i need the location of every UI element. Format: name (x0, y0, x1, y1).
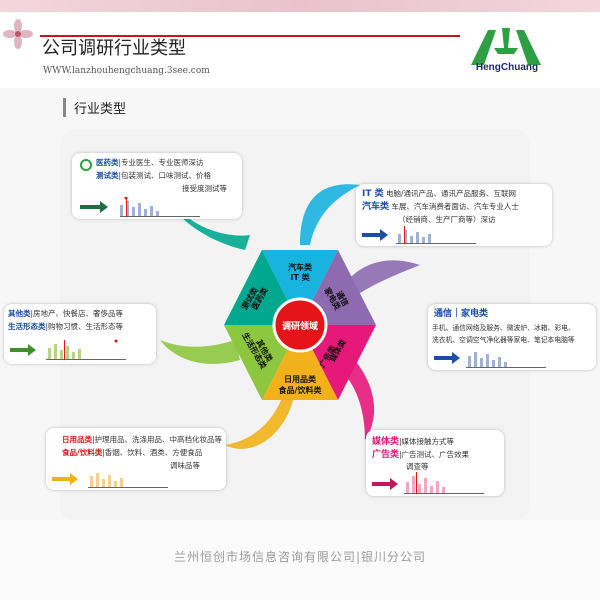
box-other-text-1: |房地产、快餐店、奢侈品等 (30, 309, 124, 318)
section-title: 行业类型 (63, 98, 126, 117)
box-medical-text-1: |专业医生、专业医师深访 (118, 158, 204, 167)
petal-label-daily-1: 日用品类 (284, 374, 316, 384)
box-telecom: 通信｜家电类 手机、通信网络及服务、微波炉、冰箱、彩电、 洗衣机、空调空气净化器… (428, 304, 596, 370)
swirl-it (300, 184, 360, 245)
swirl-other (160, 340, 240, 364)
box-other-cat-1: 其他类 (8, 309, 31, 318)
box-daily-cat-2: 食品/饮料类 (62, 448, 103, 457)
box-other-text-2: |购物习惯、生活形态等 (45, 322, 124, 331)
box-it-cat-2: 汽车类 (362, 202, 390, 212)
box-media-cat-2: 广告类 (372, 450, 400, 460)
petal-it (262, 250, 338, 325)
top-band (0, 0, 600, 12)
box-media: 媒体类|媒体接触方式等 广告类|广告测试、广告效果 调查等 (366, 430, 504, 496)
box-medical-cat-1: 医药类 (96, 158, 119, 167)
box-daily-text-1: |护理用品、洗涤用品、中高档化妆品等 (92, 435, 223, 444)
box-other: 其他类|房地产、快餐店、奢侈品等 生活形态类|购物习惯、生活形态等 (4, 304, 156, 364)
title-underline (40, 35, 460, 37)
box-medical-text-2: |包装测试、口味测试、价格 (118, 171, 212, 180)
box-daily-text-3: 调味品等 (170, 461, 200, 470)
box-media-text-2: |广告测试、广告效果 (399, 450, 470, 459)
center-circle (272, 297, 328, 353)
center-label: 调研领域 (282, 320, 318, 332)
box-other-cat-2: 生活形态类 (8, 322, 46, 331)
box-it: IT 类 电脑/通讯产品、通讯产品服务、互联网 汽车类 车展、汽车消费者面访、汽… (356, 184, 552, 246)
box-medical-text-3: 接受度测试等 (182, 184, 227, 193)
box-media-text-3: 调查等 (406, 462, 429, 471)
page-title: 公司调研行业类型 (42, 38, 186, 59)
box-media-cat-1: 媒体类 (372, 437, 400, 447)
box-media-bars-icon (372, 472, 484, 494)
website-url: WWW.lanzhouhengchuang.3see.com (43, 66, 210, 76)
box-media-text-1: |媒体接触方式等 (399, 437, 455, 446)
box-it-text-2: 车展、汽车消费者面访、汽车专业人士 (391, 202, 519, 211)
box-it-text-1: 电脑/通讯产品、通讯产品服务、互联网 (386, 189, 517, 198)
footer-band (0, 520, 600, 600)
box-telecom-text-2: 手机、通信网络及服务、微波炉、冰箱、彩电、 (432, 324, 575, 332)
box-daily-cat-1: 日用品类 (62, 435, 92, 444)
box-telecom-text-3: 洗衣机、空调空气净化器等家电、笔记本电脑等 (432, 336, 575, 344)
petal-label-it-1: 汽车类 (288, 262, 312, 272)
box-it-text-3: （经销商、生产厂商等）深访 (398, 215, 496, 224)
petal-label-it-2: IT 类 (290, 272, 309, 282)
box-other-bars-icon (10, 339, 126, 360)
logo-text: HengChuang (475, 62, 539, 73)
box-it-bars-icon (362, 226, 476, 244)
petal-daily (262, 325, 338, 400)
petal-label-daily-2: 食品/饮料类 (279, 385, 322, 395)
box-medical: 医药类|专业医生、专业医师深访 测试类|包装测试、口味测试、价格 接受度测试等 (72, 153, 242, 219)
flower-decoration-icon (3, 19, 33, 49)
hengchuang-logo-icon (471, 28, 541, 65)
bullet-icon (80, 159, 92, 171)
box-daily-text-2: |香烟、饮料、酒类、方便食品 (102, 448, 203, 457)
swirl-telecom (340, 260, 420, 300)
box-medical-cat-2: 测试类 (96, 171, 119, 180)
box-daily: 日用品类|护理用品、洗涤用品、中高档化妆品等 食品/饮料类|香烟、饮料、酒类、方… (46, 428, 226, 490)
box-telecom-cat-1: 通信｜家电类 (434, 309, 489, 319)
box-telecom-bars-icon (434, 352, 546, 368)
footer-company: 兰州恒创市场信息咨询有限公司|银川分公司 (173, 550, 427, 564)
swirl-medical (174, 205, 250, 250)
box-daily-bars-icon (52, 473, 168, 488)
box-medical-bars-icon (80, 197, 200, 217)
box-it-cat-1: IT 类 (362, 189, 384, 199)
